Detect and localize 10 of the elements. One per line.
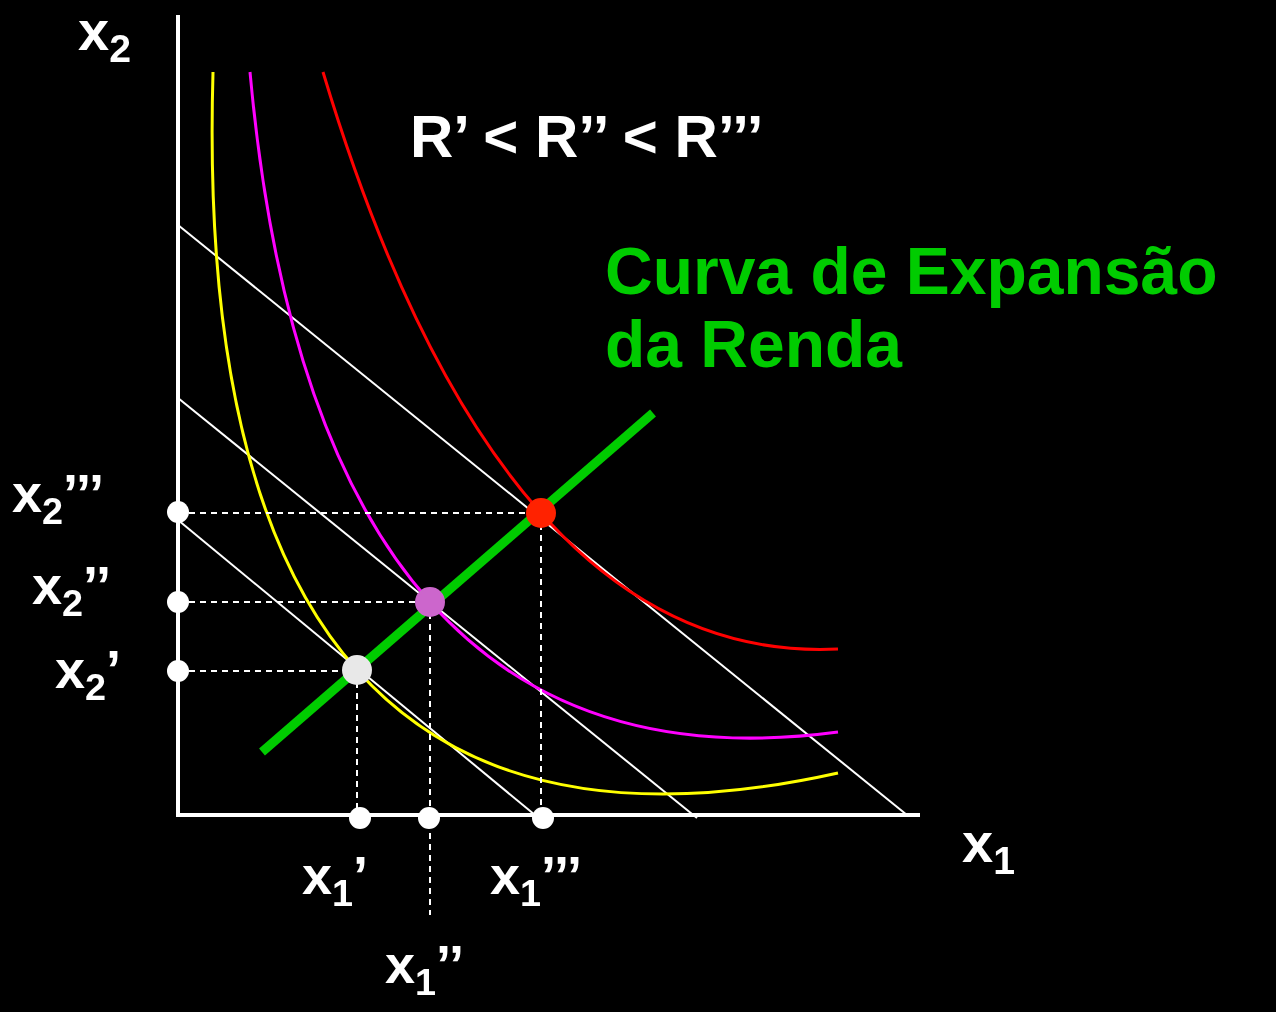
tick-label: x$_{1}$’’’ (490, 846, 583, 915)
relation-text: R’ < R’’ < R’’’ (410, 104, 764, 170)
curve-label: Curva de Expansão da Renda (605, 235, 1219, 381)
tick-label: x$_{2}$’’ (32, 556, 112, 625)
tick-label: x$_{1}$’ (302, 846, 369, 915)
tick-label: x$_{2}$’’’ (12, 464, 105, 533)
axis-label: x$_{1}$ (962, 812, 1015, 883)
tick-label: x$_{1}$’’ (385, 935, 465, 1004)
axis-label: x$_{2}$ (78, 0, 131, 71)
tick-label: x$_{2}$’ (55, 640, 122, 709)
